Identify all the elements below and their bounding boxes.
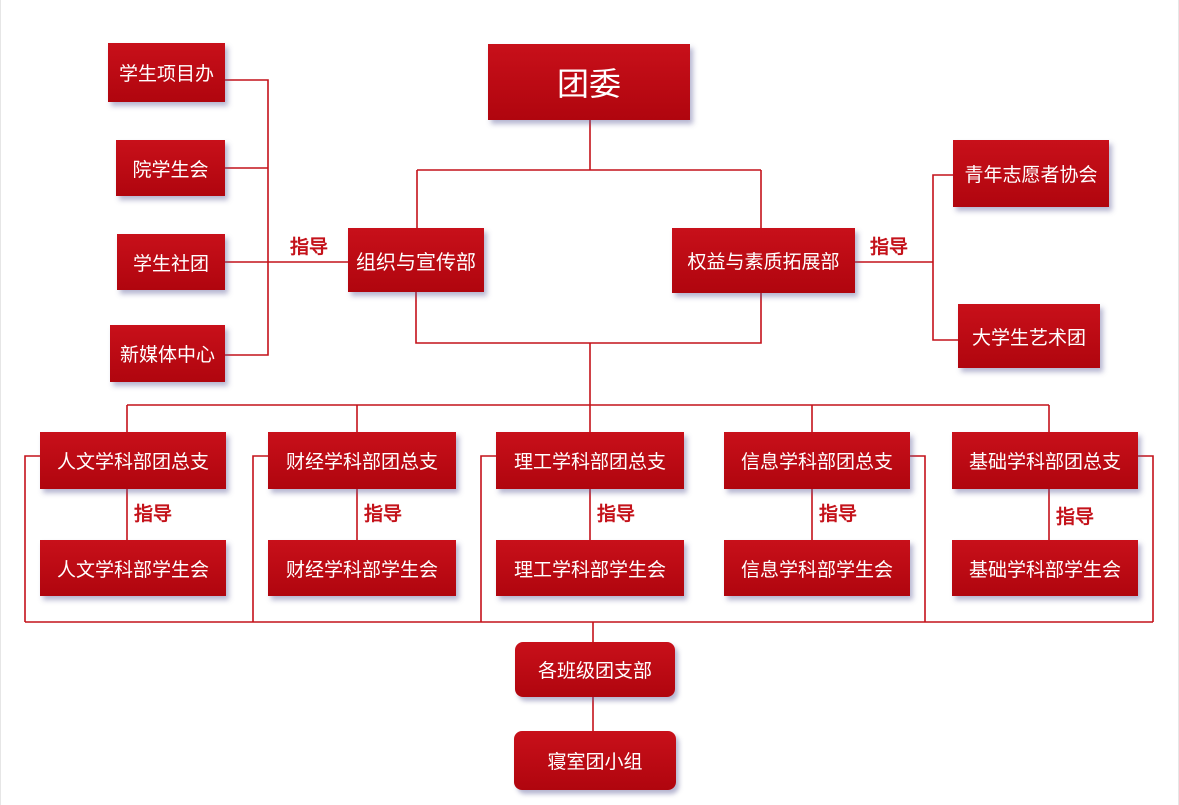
student-council-box: 基础学科部学生会 <box>952 540 1138 596</box>
top-committee-box: 团委 <box>488 44 690 120</box>
left-unit-box: 院学生会 <box>116 140 225 196</box>
left-unit-box: 学生项目办 <box>108 43 225 102</box>
left-unit-box: 新媒体中心 <box>110 325 225 382</box>
student-council-box: 理工学科部学生会 <box>496 540 684 596</box>
branch-box: 财经学科部团总支 <box>268 432 456 489</box>
branch-box: 理工学科部团总支 <box>496 432 684 489</box>
org-propaganda-dept-box: 组织与宣传部 <box>348 228 484 292</box>
guide-label: 指导 <box>594 502 639 526</box>
student-council-box: 人文学科部学生会 <box>40 540 226 596</box>
class-branch-box: 各班级团支部 <box>515 642 675 697</box>
student-council-box: 财经学科部学生会 <box>268 540 456 596</box>
right-unit-box: 大学生艺术团 <box>958 304 1100 368</box>
rights-development-dept-box: 权益与素质拓展部 <box>672 228 855 293</box>
left-unit-box: 学生社团 <box>117 234 225 290</box>
guide-label: 指导 <box>131 502 176 526</box>
branch-box: 人文学科部团总支 <box>40 432 226 489</box>
guide-label: 指导 <box>1053 505 1098 529</box>
dorm-group-box: 寝室团小组 <box>514 731 676 790</box>
right-unit-box: 青年志愿者协会 <box>953 140 1109 207</box>
guide-label: 指导 <box>816 502 861 526</box>
guide-label: 指导 <box>867 235 912 259</box>
guide-label: 指导 <box>361 502 406 526</box>
branch-box: 信息学科部团总支 <box>724 432 910 489</box>
guide-label: 指导 <box>287 235 332 259</box>
student-council-box: 信息学科部学生会 <box>724 540 910 596</box>
branch-box: 基础学科部团总支 <box>952 432 1138 489</box>
